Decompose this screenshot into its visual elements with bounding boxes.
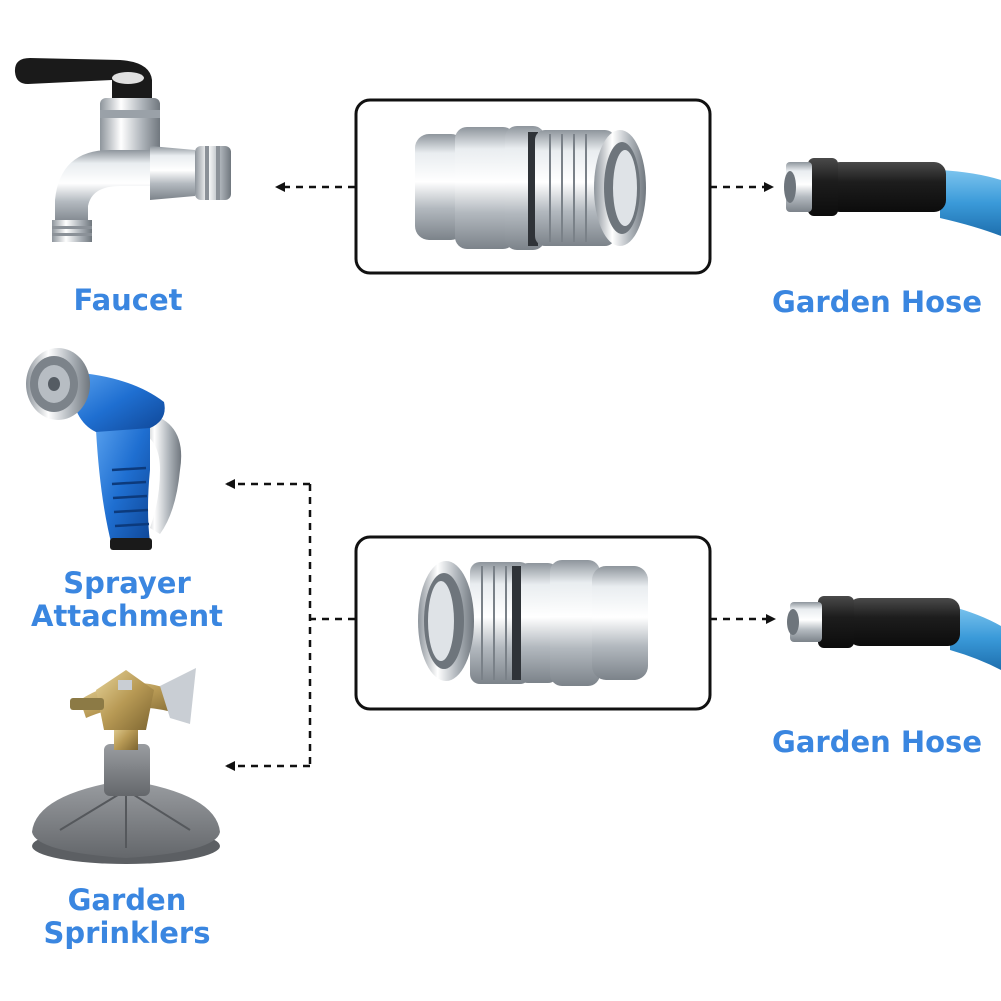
spray-nozzle-icon (26, 348, 182, 550)
hose-adapter-icon (418, 560, 648, 686)
garden-hose-label-bottom: Garden Hose (772, 725, 982, 759)
faucet-icon (14, 58, 231, 242)
sprayer-label-line2: Attachment (31, 599, 223, 633)
garden-hose-icon (784, 158, 1001, 236)
garden-hose-icon (787, 596, 1001, 670)
impact-sprinkler-icon (32, 668, 220, 864)
faucet-label: Faucet (73, 283, 183, 317)
sprayer-attachment-label: Sprayer Attachment (2, 567, 252, 633)
garden-sprinklers-label: Garden Sprinklers (2, 884, 252, 950)
garden-hose-label-top: Garden Hose (772, 285, 982, 319)
branch-connector (308, 484, 355, 766)
sprinklers-label-line1: Garden (67, 883, 187, 917)
sprayer-label-line1: Sprayer (63, 566, 191, 600)
sprinklers-label-line2: Sprinklers (43, 916, 211, 950)
hose-adapter-icon (415, 126, 646, 250)
